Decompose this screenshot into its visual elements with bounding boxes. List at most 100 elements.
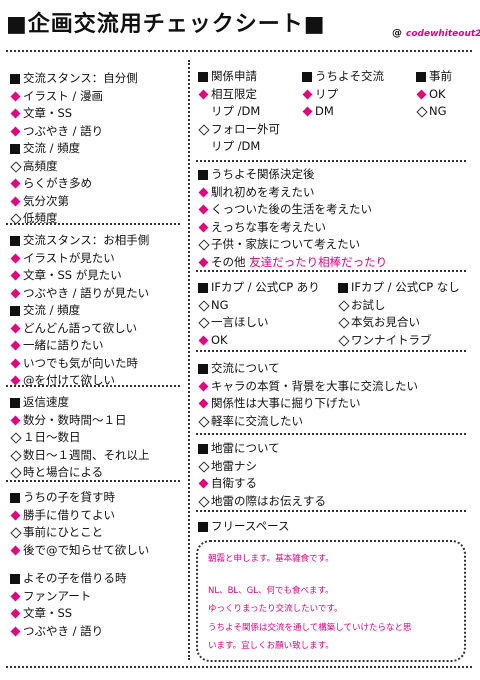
section-heading: 返信速度 bbox=[10, 394, 150, 412]
list-item: NG bbox=[198, 297, 320, 315]
pink-diamond-icon bbox=[198, 335, 209, 346]
list-item: 数分・数時間～１日 bbox=[10, 412, 150, 430]
section-heading: 交流 / 頻度 bbox=[10, 140, 138, 158]
pink-diamond-icon bbox=[416, 89, 427, 100]
section-heading: IFカプ / 公式CP あり bbox=[198, 279, 320, 297]
pink-diamond-icon bbox=[10, 591, 21, 602]
list-item: 文章・SS bbox=[10, 605, 127, 623]
outline-diamond-icon bbox=[198, 239, 209, 250]
list-item: 本気お見合い bbox=[338, 314, 460, 332]
divider-column bbox=[188, 60, 190, 660]
list-item: OK bbox=[198, 332, 320, 350]
list-item: 文章・SS が見たい bbox=[10, 267, 149, 285]
outline-diamond-icon bbox=[10, 450, 21, 461]
free-space-box bbox=[196, 540, 466, 662]
pink-diamond-icon bbox=[10, 288, 21, 299]
list-item: 自衛する bbox=[198, 475, 326, 493]
divider-right-5 bbox=[196, 510, 466, 512]
at-sign: @ bbox=[392, 28, 402, 39]
pink-diamond-icon bbox=[302, 89, 313, 100]
section-lend-child: うちの子を貸す時 勝手に借りてよい事前にひとこと後で@で知らせて欲しい bbox=[10, 489, 149, 559]
square-bullet-icon bbox=[198, 521, 208, 532]
free-text-line: NL、BL、GL、何でも食べます。 bbox=[208, 586, 334, 596]
pink-diamond-icon bbox=[198, 257, 209, 268]
list-item: 一緒に語りたい bbox=[10, 337, 149, 355]
list-item: 馴れ初めを考えたい bbox=[198, 184, 387, 202]
list-item: 文章・SS bbox=[10, 105, 138, 123]
section-heading: よその子を借りる時 bbox=[10, 570, 127, 588]
free-text-line: います。宜しくお願い致します。 bbox=[208, 641, 334, 651]
section-heading: IFカプ / 公式CP なし bbox=[338, 279, 460, 297]
pink-diamond-icon bbox=[302, 106, 313, 117]
square-bullet-icon bbox=[338, 282, 348, 293]
list-item-cont: リプ /DM bbox=[211, 139, 261, 153]
pink-diamond-icon bbox=[198, 204, 209, 215]
outline-diamond-icon bbox=[198, 300, 209, 311]
section-heading: 関係申請 bbox=[198, 68, 280, 86]
pink-diamond-icon bbox=[198, 398, 209, 409]
section-heading: うちよそ関係決定後 bbox=[198, 166, 387, 184]
pink-diamond-icon bbox=[10, 108, 21, 119]
square-bullet-icon bbox=[10, 73, 20, 84]
pink-diamond-icon bbox=[10, 126, 21, 137]
list-item: リプ bbox=[302, 86, 384, 104]
section-heading: 交流スタンス：お相手側 bbox=[10, 232, 149, 250]
pink-diamond-icon bbox=[10, 545, 21, 556]
outline-diamond-icon bbox=[198, 124, 209, 135]
section-if-official-no: IFカプ / 公式CP なし お試し本気お見合いワンナイトラブ bbox=[338, 279, 460, 349]
other-note: 友達だったり相棒だったり bbox=[249, 254, 388, 269]
divider-right-1 bbox=[196, 160, 466, 162]
divider-left-2 bbox=[6, 385, 180, 387]
divider-right-2 bbox=[196, 270, 466, 272]
list-item: イラスト / 漫画 bbox=[10, 88, 138, 106]
square-bullet-icon bbox=[302, 71, 312, 82]
list-item: イラストが見たい bbox=[10, 250, 149, 268]
pink-diamond-icon bbox=[10, 196, 21, 207]
list-item: くっついた後の生活を考えたい bbox=[198, 201, 387, 219]
author-handle: @ codewhiteout2 bbox=[392, 28, 480, 39]
pink-diamond-icon bbox=[198, 478, 209, 489]
square-bullet-icon bbox=[10, 235, 20, 246]
list-item: 一言ほしい bbox=[198, 314, 320, 332]
section-free-space-heading: フリースペース bbox=[198, 518, 290, 536]
pink-diamond-icon bbox=[198, 89, 209, 100]
pink-diamond-icon bbox=[10, 415, 21, 426]
divider-left-1 bbox=[6, 223, 180, 225]
list-item: DM bbox=[302, 103, 384, 121]
list-item: 事前にひとこと bbox=[10, 524, 149, 542]
section-about-exchange: 交流について キャラの本質・背景を大事に交流したい関係性は大事に掘り下げたい軽率… bbox=[198, 360, 418, 430]
list-item: 軽率に交流したい bbox=[198, 413, 418, 431]
divider-bottom bbox=[6, 666, 472, 668]
square-bullet-icon bbox=[10, 397, 20, 408]
list-item: 地雷ナシ bbox=[198, 458, 326, 476]
outline-diamond-icon bbox=[10, 161, 21, 172]
pink-diamond-icon bbox=[10, 253, 21, 264]
pink-diamond-icon bbox=[10, 358, 21, 369]
outline-diamond-icon bbox=[338, 335, 349, 346]
section-heading: うちの子を貸す時 bbox=[10, 489, 149, 507]
section-stance-partner: 交流スタンス：お相手側 イラストが見たい文章・SS が見たいつぶやき / 語りが… bbox=[10, 232, 149, 390]
list-item: フォロー外可 bbox=[198, 121, 280, 139]
pink-diamond-icon bbox=[10, 626, 21, 637]
square-bullet-icon bbox=[10, 143, 20, 154]
list-item: お試し bbox=[338, 297, 460, 315]
section-heading: 地雷について bbox=[198, 440, 326, 458]
list-item-cont: リプ /DM bbox=[211, 104, 261, 118]
pink-diamond-icon bbox=[10, 340, 21, 351]
divider-right-4 bbox=[196, 433, 466, 435]
free-text-line: 朝霧と申します。基本雑食です。 bbox=[208, 554, 334, 564]
pink-diamond-icon bbox=[10, 608, 21, 619]
handle-name: codewhiteout2 bbox=[406, 29, 480, 39]
outline-diamond-icon bbox=[338, 317, 349, 328]
outline-diamond-icon bbox=[198, 317, 209, 328]
section-relation-request: 関係申請 相互限定 リプ /DM フォロー外可 リプ /DM bbox=[198, 68, 280, 156]
free-text-line: ゆっくりまったり交流したいです。 bbox=[208, 604, 343, 614]
list-item: 勝手に借りてよい bbox=[10, 507, 149, 525]
pink-diamond-icon bbox=[10, 178, 21, 189]
list-item: つぶやき / 語り bbox=[10, 623, 127, 641]
square-bullet-icon bbox=[198, 71, 208, 82]
list-item: 低頻度 bbox=[10, 210, 138, 228]
